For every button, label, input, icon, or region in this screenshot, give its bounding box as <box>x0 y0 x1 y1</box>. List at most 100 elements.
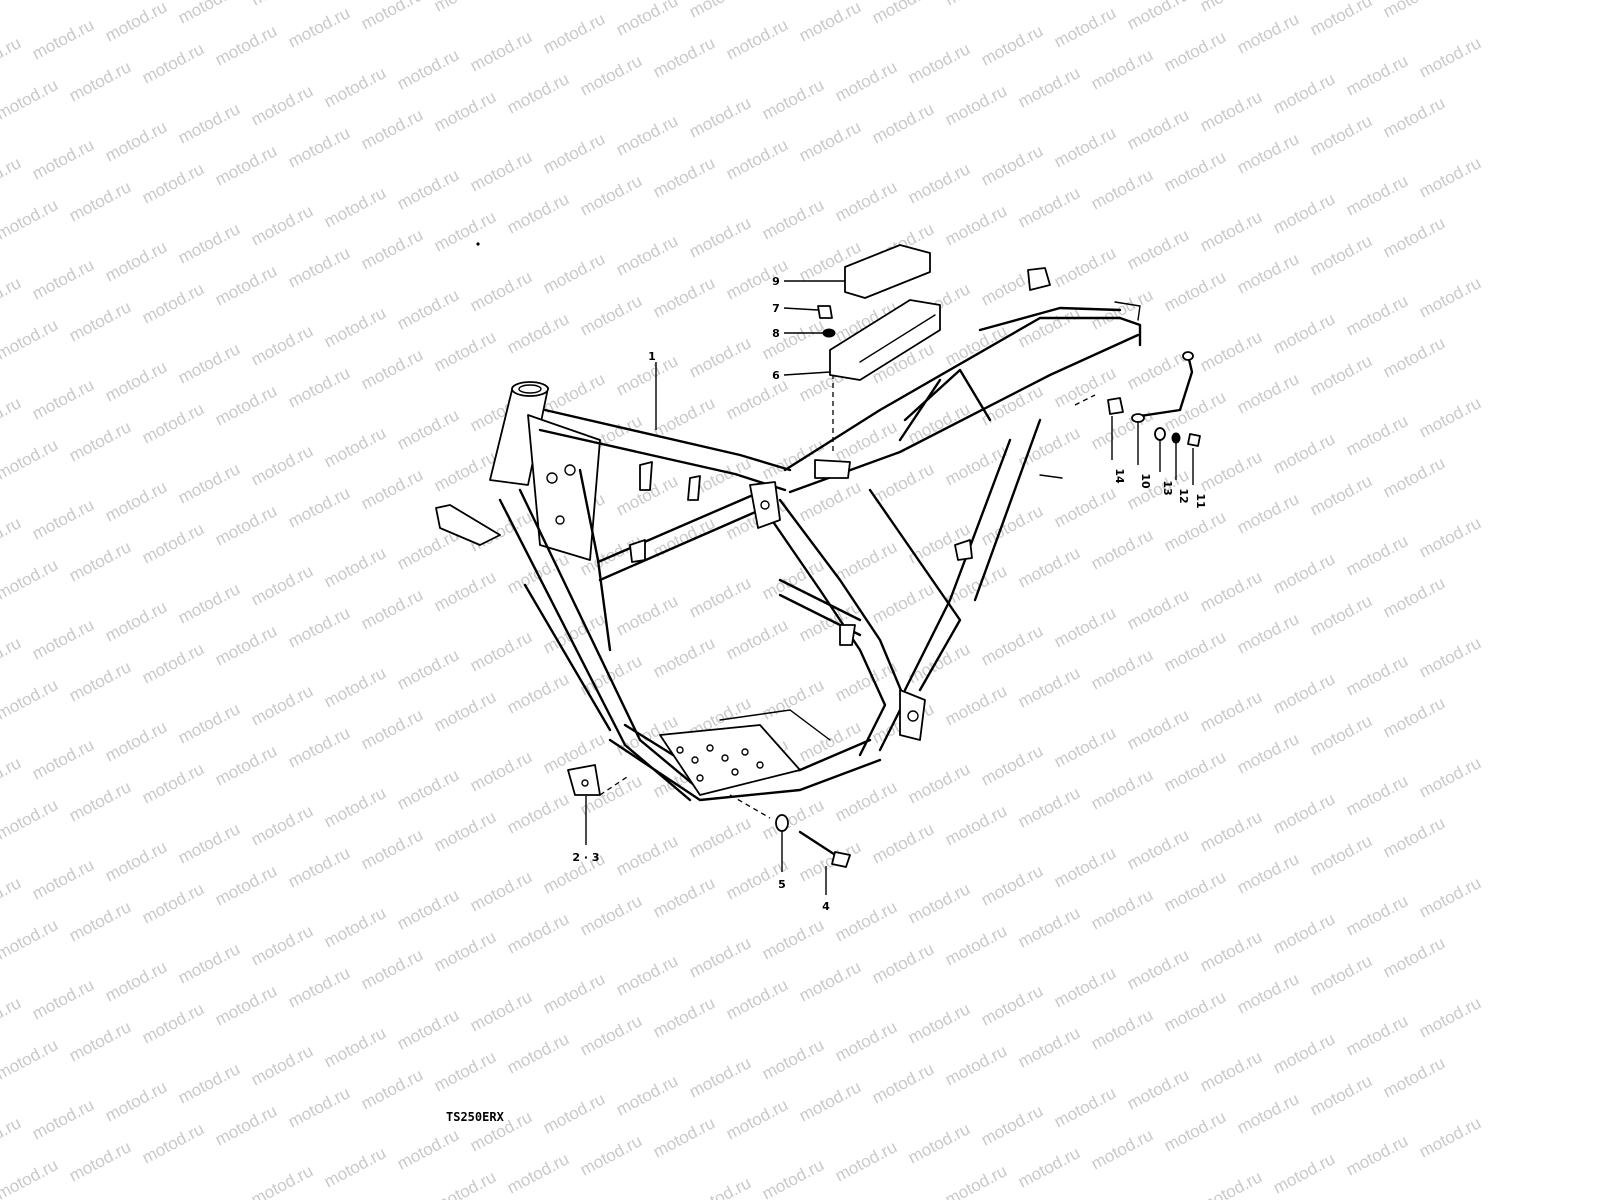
watermark-text: motod.ru <box>248 441 316 489</box>
watermark-text: motod.ru <box>832 897 900 945</box>
watermark-text: motod.ru <box>175 219 243 267</box>
watermark-text: motod.ru <box>686 93 754 141</box>
watermark-text: motod.ru <box>759 1035 827 1083</box>
watermark-text: motod.ru <box>467 147 535 195</box>
watermark-text: motod.ru <box>942 561 1010 609</box>
watermark-text: motod.ru <box>1051 483 1119 531</box>
watermark-text: motod.ru <box>759 0 827 4</box>
watermark-text: motod.ru <box>1307 351 1375 399</box>
watermark-text: motod.ru <box>285 243 353 291</box>
watermark-text: motod.ru <box>504 1149 572 1197</box>
watermark-text: motod.ru <box>175 99 243 147</box>
watermark-text: motod.ru <box>1088 1125 1156 1173</box>
watermark-text: motod.ru <box>0 873 24 921</box>
part-11-bolt <box>1187 433 1201 447</box>
watermark-text: motod.ru <box>1416 633 1484 681</box>
part-7-bolt <box>817 305 833 319</box>
watermark-text: motod.ru <box>1124 825 1192 873</box>
part-13-washer <box>1154 427 1166 441</box>
watermark-text: motod.ru <box>577 1011 645 1059</box>
watermark-text: motod.ru <box>1234 369 1302 417</box>
watermark-text: motod.ru <box>394 1125 462 1173</box>
watermark-text: motod.ru <box>1088 645 1156 693</box>
watermark-text: motod.ru <box>1124 0 1192 34</box>
watermark-text: motod.ru <box>942 81 1010 129</box>
watermark-text: motod.ru <box>66 537 134 585</box>
watermark-text: motod.ru <box>0 633 24 681</box>
watermark-text: motod.ru <box>1197 0 1265 16</box>
watermark-text: motod.ru <box>1307 1071 1375 1119</box>
watermark-text: motod.ru <box>321 543 389 591</box>
watermark-text: motod.ru <box>248 561 316 609</box>
watermark-text: motod.ru <box>650 393 718 441</box>
watermark-text: motod.ru <box>978 1101 1046 1149</box>
watermark-text: motod.ru <box>759 315 827 363</box>
watermark-text: motod.ru <box>29 495 97 543</box>
part-9-cover <box>844 244 931 299</box>
watermark-text: motod.ru <box>942 321 1010 369</box>
watermark-text: motod.ru <box>212 381 280 429</box>
watermark-text: motod.ru <box>759 675 827 723</box>
watermark-text: motod.ru <box>978 21 1046 69</box>
watermark-text: motod.ru <box>1197 927 1265 975</box>
watermark-text: motod.ru <box>650 1113 718 1161</box>
watermark-text: motod.ru <box>139 639 207 687</box>
watermark-text: motod.ru <box>1161 507 1229 555</box>
watermark-text: motod.ru <box>723 15 791 63</box>
watermark-text: motod.ru <box>139 159 207 207</box>
watermark-text: motod.ru <box>1015 543 1083 591</box>
watermark-text: motod.ru <box>431 0 499 16</box>
watermark-text: motod.ru <box>1343 891 1411 939</box>
watermark-text: motod.ru <box>1416 393 1484 441</box>
watermark-text: motod.ru <box>29 1095 97 1143</box>
watermark-text: motod.ru <box>175 579 243 627</box>
watermark-text: motod.ru <box>0 0 61 4</box>
watermark-text: motod.ru <box>540 969 608 1017</box>
watermark-text: motod.ru <box>175 1059 243 1107</box>
watermark-text: motod.ru <box>832 1017 900 1065</box>
part-8-nut <box>822 328 836 338</box>
watermark-text: motod.ru <box>1380 813 1448 861</box>
watermark-text: motod.ru <box>1124 705 1192 753</box>
watermark-text: motod.ru <box>29 855 97 903</box>
watermark-text: motod.ru <box>504 789 572 837</box>
watermark-text: motod.ru <box>796 117 864 165</box>
watermark-text: motod.ru <box>650 993 718 1041</box>
watermark-text: motod.ru <box>1088 45 1156 93</box>
watermark-text: motod.ru <box>1380 0 1448 22</box>
watermark-text: motod.ru <box>905 399 973 447</box>
watermark-text: motod.ru <box>1416 273 1484 321</box>
watermark-text: motod.ru <box>394 765 462 813</box>
watermark-text: motod.ru <box>942 921 1010 969</box>
watermark-text: motod.ru <box>1416 753 1484 801</box>
watermark-text: motod.ru <box>1234 969 1302 1017</box>
watermark-text: motod.ru <box>394 405 462 453</box>
watermark-text: motod.ru <box>832 417 900 465</box>
watermark-text: motod.ru <box>1051 243 1119 291</box>
watermark-text: motod.ru <box>0 273 24 321</box>
watermark-text: motod.ru <box>1380 573 1448 621</box>
watermark-text: motod.ru <box>1161 627 1229 675</box>
watermark-text: motod.ru <box>285 1083 353 1131</box>
watermark-text: motod.ru <box>212 981 280 1029</box>
watermark-text: motod.ru <box>394 645 462 693</box>
watermark-text: motod.ru <box>431 807 499 855</box>
watermark-text: motod.ru <box>358 345 426 393</box>
watermark-text: motod.ru <box>759 75 827 123</box>
watermark-text: motod.ru <box>66 897 134 945</box>
watermark-text: motod.ru <box>978 621 1046 669</box>
watermark-text: motod.ru <box>613 831 681 879</box>
watermark-text: motod.ru <box>942 1041 1010 1089</box>
watermark-text: motod.ru <box>942 0 1010 10</box>
watermark-text: motod.ru <box>905 159 973 207</box>
watermark-text: motod.ru <box>0 513 24 561</box>
watermark-text: motod.ru <box>29 375 97 423</box>
watermark-text: motod.ru <box>1161 747 1229 795</box>
watermark-text: motod.ru <box>613 1071 681 1119</box>
watermark-text: motod.ru <box>29 615 97 663</box>
watermark-text: motod.ru <box>467 867 535 915</box>
watermark-text: motod.ru <box>613 591 681 639</box>
watermark-text: motod.ru <box>650 273 718 321</box>
watermark-text: motod.ru <box>66 1017 134 1065</box>
watermark-text: motod.ru <box>467 627 535 675</box>
